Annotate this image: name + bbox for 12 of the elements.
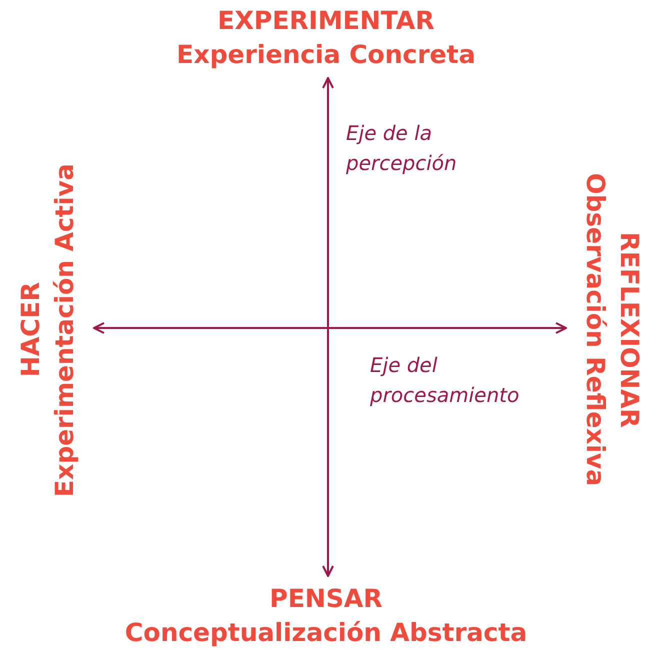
pole-subtitle: Conceptualización Abstracta (124, 617, 528, 649)
pole-heading: EXPERIMENTAR (218, 5, 434, 37)
pole-subtitle: Experiencia Concreta (176, 39, 476, 71)
edge-label: Eje de la percepción (346, 120, 458, 177)
pole-heading: PENSAR (270, 583, 382, 615)
axis-arrow (322, 77, 334, 577)
pole-subtitle: Experimentación Activa (49, 163, 80, 497)
pole-heading: HACER (15, 282, 46, 378)
axis-arrow (93, 322, 567, 334)
pole-heading: REFLEXIONAR (614, 232, 645, 428)
edge-label: Eje del procesamiento (370, 352, 520, 409)
pole-subtitle: Observación Reflexiva (580, 173, 611, 487)
